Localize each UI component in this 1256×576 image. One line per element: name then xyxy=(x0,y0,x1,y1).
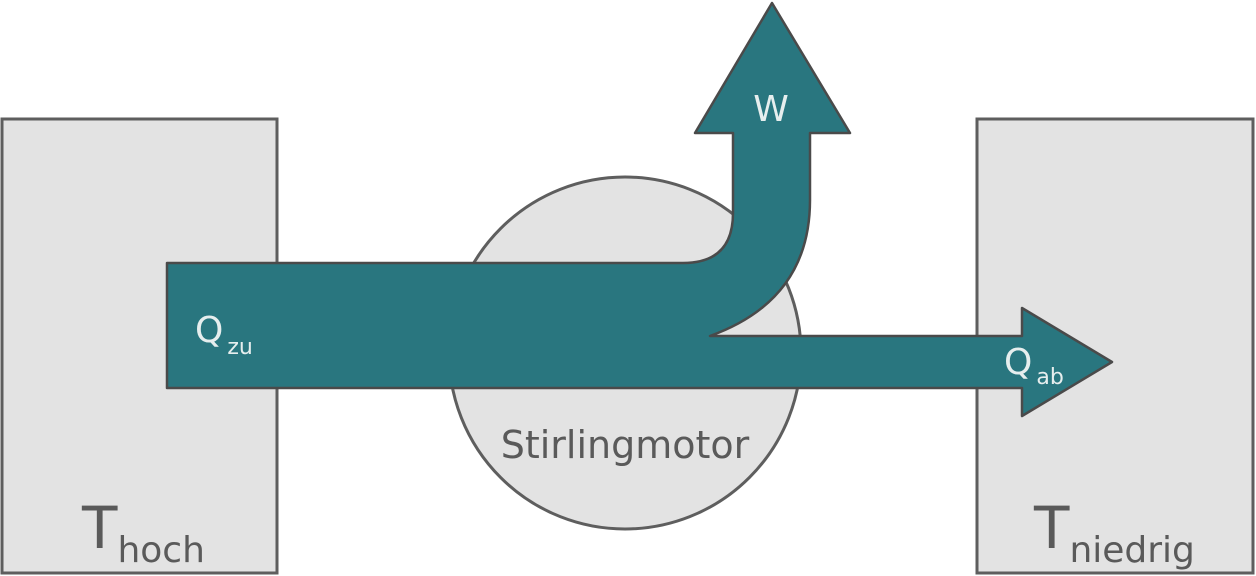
cold-temperature-symbol: T xyxy=(1033,494,1070,562)
hot-temperature-subscript: hoch xyxy=(117,530,204,571)
hot-temperature-label: Thoch xyxy=(81,494,205,571)
heat-in-subscript: zu xyxy=(227,335,253,360)
energy-flow-arrow xyxy=(165,1,1114,418)
engine-label: Stirlingmotor xyxy=(501,423,750,467)
heat-out-symbol: Q xyxy=(1004,342,1032,383)
heat-out-subscript: ab xyxy=(1036,365,1063,390)
cold-temperature-subscript: niedrig xyxy=(1069,530,1194,571)
heat-in-symbol: Q xyxy=(195,310,223,351)
cold-temperature-label: Tniedrig xyxy=(1033,494,1195,571)
hot-temperature-symbol: T xyxy=(81,494,118,562)
work-label: W xyxy=(753,89,789,130)
